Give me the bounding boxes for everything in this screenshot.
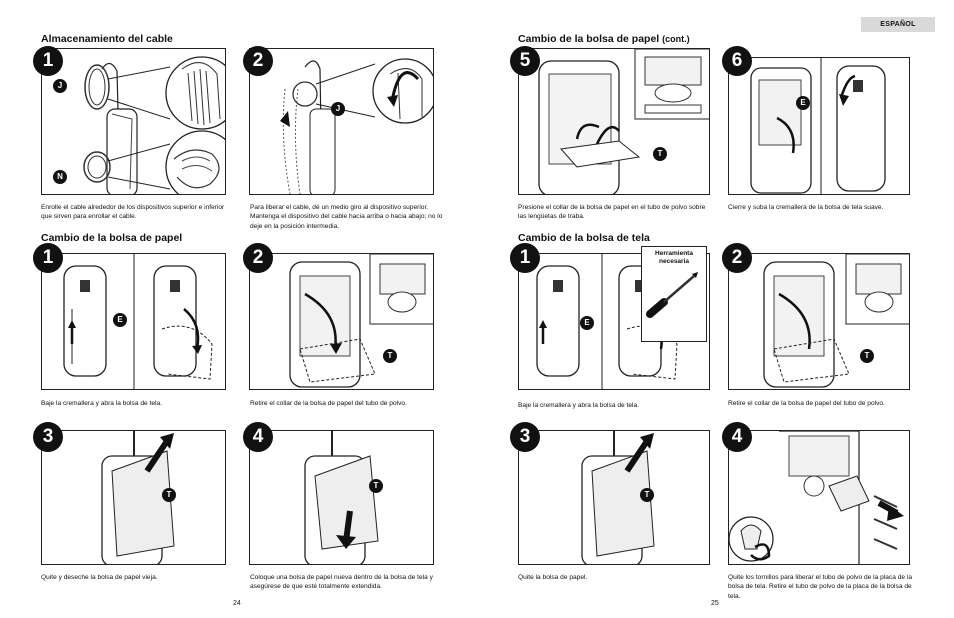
tool-required-label: Herramienta necesaria — [655, 250, 693, 265]
callout-e: E — [113, 313, 127, 327]
step-number: 4 — [243, 422, 273, 452]
section-title-paper-bag-cont: Cambio de la bolsa de papel (cont.) — [518, 33, 690, 45]
paper-bag-step-3-caption: Quite y deseche la bolsa de papel vieja. — [41, 574, 158, 581]
paper-bag-step-1-illustration — [41, 253, 226, 390]
callout-e: E — [796, 96, 810, 110]
paper-bag-step-4-caption: Coloque una bolsa de papel nueva dentro … — [250, 574, 433, 591]
cloth-bag-step-3-caption: Quite la bolsa de papel. — [518, 574, 588, 581]
step-number: 1 — [33, 243, 63, 273]
callout-t: T — [162, 488, 176, 502]
page-number-left: 24 — [233, 600, 241, 607]
paper-bag-step-1-caption: Baje la cremallera y abra la bolsa de te… — [41, 400, 162, 407]
step-number: 1 — [33, 46, 63, 76]
paper-bag-step-2-illustration — [249, 253, 434, 390]
paper-bag-step-6-caption: Cierre y suba la cremallera de la bolsa … — [728, 204, 884, 211]
paper-bag-step-5-illustration — [518, 48, 710, 195]
cable-step-2-caption: Para liberar el cable, dé un medio giro … — [250, 204, 443, 230]
cloth-bag-step-2-caption: Retire el collar de la bolsa de papel de… — [728, 400, 885, 407]
paper-bag-step-3-illustration — [41, 430, 226, 565]
cloth-bag-step-3-illustration — [518, 430, 710, 565]
step-number: 2 — [722, 243, 752, 273]
cloth-bag-step-4-illustration — [728, 430, 910, 565]
paper-bag-step-2-caption: Retire el collar de la bolsa de papel de… — [250, 400, 407, 407]
callout-n: N — [53, 170, 67, 184]
step-number: 2 — [243, 243, 273, 273]
cable-step-2-illustration — [249, 48, 434, 195]
tool-required-box: Herramienta necesaria — [641, 246, 707, 342]
step-number: 4 — [722, 422, 752, 452]
section-title-suffix: (cont.) — [662, 34, 690, 44]
paper-bag-step-4-illustration — [249, 430, 434, 565]
cloth-bag-step-2-illustration — [728, 253, 910, 390]
callout-j: J — [53, 79, 67, 93]
screwdriver-icon — [646, 272, 698, 318]
callout-t: T — [640, 488, 654, 502]
section-title-paper-bag: Cambio de la bolsa de papel — [41, 232, 183, 244]
callout-t: T — [860, 349, 874, 363]
callout-t: T — [383, 349, 397, 363]
step-number: 1 — [510, 243, 540, 273]
callout-t: T — [653, 147, 667, 161]
callout-t: T — [369, 479, 383, 493]
step-number: 5 — [510, 46, 540, 76]
step-number: 3 — [510, 422, 540, 452]
step-number: 2 — [243, 46, 273, 76]
section-title-cloth-bag: Cambio de la bolsa de tela — [518, 232, 650, 244]
step-number: 6 — [722, 46, 752, 76]
callout-j: J — [331, 102, 345, 116]
cable-step-1-illustration — [41, 48, 226, 195]
cloth-bag-step-4-caption: Quite los tornillos para liberar el tubo… — [728, 574, 913, 600]
section-title-text: Cambio de la bolsa de papel — [518, 33, 660, 45]
page-number-right: 25 — [711, 600, 719, 607]
callout-e: E — [580, 316, 594, 330]
step-number: 3 — [33, 422, 63, 452]
section-title-cable-storage: Almacenamiento del cable — [41, 33, 173, 45]
paper-bag-step-5-caption: Presione el collar de la bolsa de papel … — [518, 204, 706, 221]
cable-step-1-caption: Enrolle el cable alrededor de los dispos… — [41, 204, 225, 221]
paper-bag-step-6-illustration — [728, 57, 910, 195]
cloth-bag-step-1-caption: Baje la cremallera y abra la bolsa de te… — [518, 402, 639, 409]
language-tab: ESPAÑOL — [861, 17, 935, 32]
